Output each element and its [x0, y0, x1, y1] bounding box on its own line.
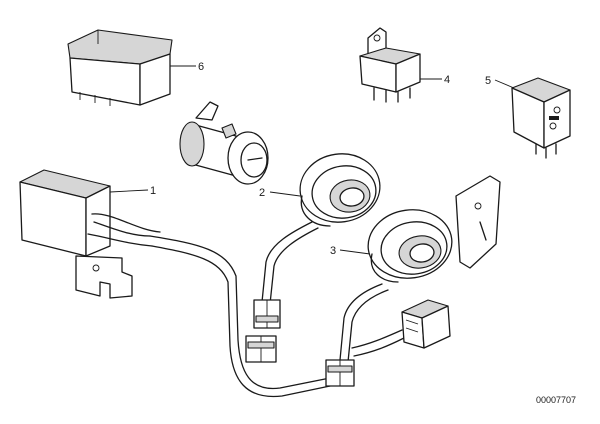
harness-connector-a[interactable]: [253, 299, 281, 329]
harness-connector-c[interactable]: [325, 359, 355, 387]
callout-4: 4: [444, 74, 450, 86]
cylinder-socket[interactable]: [179, 101, 269, 185]
leader-2: [269, 191, 301, 197]
relay-square-5[interactable]: [511, 77, 571, 159]
callout-5: 5: [485, 75, 491, 87]
callout-1: 1: [150, 185, 156, 197]
coil-lower-3[interactable]: [364, 175, 501, 284]
wiring-harness: [149, 221, 405, 398]
leader-5: [494, 79, 515, 89]
callout-3: 3: [330, 245, 336, 257]
coil-upper-2[interactable]: [296, 149, 385, 227]
relay-small-4[interactable]: [359, 27, 421, 103]
leader-3: [339, 249, 371, 255]
harness-flat-connector[interactable]: [401, 299, 451, 349]
drawing-reference-number: 00007707: [536, 395, 576, 405]
control-unit-1[interactable]: [19, 169, 161, 299]
callout-2: 2: [259, 187, 265, 199]
relay-box-6[interactable]: [67, 29, 173, 106]
leader-1: [109, 189, 149, 193]
callout-6: 6: [198, 61, 204, 73]
harness-connector-b[interactable]: [245, 335, 277, 363]
